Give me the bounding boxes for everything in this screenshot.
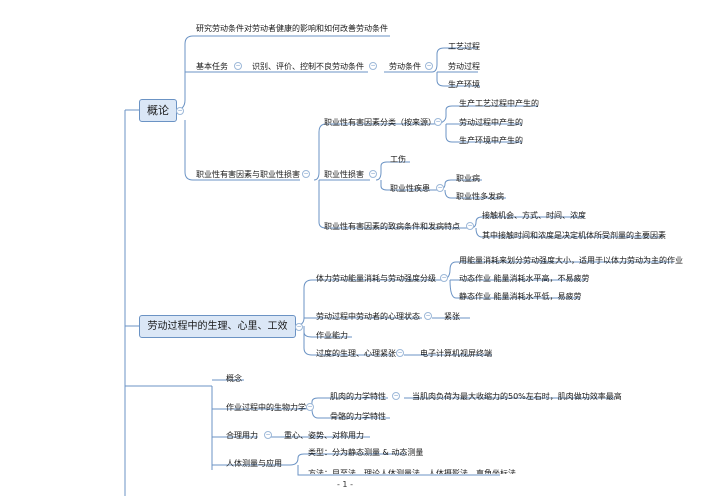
node-excessive-tension[interactable]: 过度的生理、心理紧张 <box>316 349 396 358</box>
node-anthropometry[interactable]: 人体测量与应用 <box>226 459 282 468</box>
root-node-physiology[interactable]: 劳动过程中的生理、心里、工效 <box>139 315 296 338</box>
node-measurement-types[interactable]: 类型：分为静态测量 & 动态测量 <box>308 448 424 457</box>
node-pathogenic-conditions[interactable]: 职业性有害因素的致病条件和发病特点 <box>324 222 460 231</box>
collapse-toggle-icon[interactable]: − <box>176 107 184 115</box>
collapse-toggle-icon[interactable]: − <box>306 403 314 411</box>
node-static-work[interactable]: 静态作业 能量消耗水平低，易疲劳 <box>459 292 582 301</box>
collapse-toggle-icon[interactable]: − <box>424 312 432 320</box>
node-research-purpose[interactable]: 研究劳动条件对劳动者健康的影响和如何改善劳动条件 <box>196 24 388 33</box>
node-environment[interactable]: 生产环境 <box>448 80 480 89</box>
collapse-toggle-icon[interactable]: − <box>396 349 404 357</box>
node-hazard-environment[interactable]: 生产环境中产生的 <box>459 136 523 145</box>
node-hazard-process[interactable]: 生产工艺过程中产生的 <box>459 99 539 108</box>
collapse-toggle-icon[interactable]: − <box>264 431 272 439</box>
node-vdt[interactable]: 电子计算机视屏终端 <box>420 349 492 358</box>
node-psychological-state[interactable]: 劳动过程中劳动者的心理状态 <box>316 312 420 321</box>
node-concept[interactable]: 概念 <box>226 374 242 383</box>
collapse-toggle-icon[interactable]: − <box>434 118 442 126</box>
collapse-toggle-icon[interactable]: − <box>369 62 377 70</box>
node-occupational-damage[interactable]: 职业性损害 <box>324 170 364 179</box>
node-work-capacity[interactable]: 作业能力 <box>316 331 348 340</box>
node-biomechanics[interactable]: 作业过程中的生物力学 <box>226 403 306 412</box>
node-process[interactable]: 工艺过程 <box>448 42 480 51</box>
node-work-related-disease[interactable]: 职业性多发病 <box>456 192 504 201</box>
node-energy-consumption[interactable]: 体力劳动能量消耗与劳动强度分级 <box>316 274 436 283</box>
node-muscle-mechanics[interactable]: 肌肉的力学特性 <box>330 392 386 401</box>
node-occupational-disease[interactable]: 职业性疾患 <box>390 184 430 193</box>
node-dynamic-work[interactable]: 动态作业 能量消耗水平高，不易疲劳 <box>459 274 590 283</box>
root-node-overview[interactable]: 概论 <box>139 99 177 122</box>
node-identify-control[interactable]: 识别、评价、控制不良劳动条件 <box>252 62 364 71</box>
collapse-toggle-icon[interactable]: − <box>440 274 448 282</box>
node-hazard-labor[interactable]: 劳动过程中产生的 <box>459 118 523 127</box>
page-number: - 1 - <box>337 480 353 489</box>
node-muscle-efficiency[interactable]: 当肌肉负荷为最大收缩力的50%左右时，肌肉做功效率最高 <box>412 392 622 401</box>
collapse-toggle-icon[interactable]: − <box>234 62 242 70</box>
node-occupational-illness[interactable]: 职业病 <box>456 174 480 183</box>
node-measurement-methods[interactable]: 方法：目至法，理论人体测量法，人体摄影法，直角坐标法 <box>308 469 516 478</box>
node-posture[interactable]: 重心、姿势、对称用力 <box>284 431 364 440</box>
node-energy-grading[interactable]: 用能量消耗来划分劳动强度大小，适用于以体力劳动为主的作业 <box>459 256 683 265</box>
collapse-toggle-icon[interactable]: − <box>436 184 444 192</box>
node-dose-factors[interactable]: 其中接触时间和浓度是决定机体所受剂量的主要因素 <box>482 231 666 240</box>
node-labor-conditions[interactable]: 劳动条件 <box>389 62 421 71</box>
collapse-toggle-icon[interactable]: − <box>369 170 377 178</box>
node-exposure-factors[interactable]: 接触机会、方式、时间、浓度 <box>482 211 586 220</box>
node-labor-process[interactable]: 劳动过程 <box>448 62 480 71</box>
node-injury[interactable]: 工伤 <box>390 155 406 164</box>
collapse-toggle-icon[interactable]: − <box>392 392 400 400</box>
node-occupational-hazards[interactable]: 职业性有害因素与职业性损害 <box>196 170 300 179</box>
collapse-toggle-icon[interactable]: − <box>302 170 310 178</box>
collapse-toggle-icon[interactable]: − <box>466 222 474 230</box>
node-bone-mechanics[interactable]: 骨骼的力学特性 <box>330 412 386 421</box>
collapse-toggle-icon[interactable]: − <box>295 323 303 331</box>
node-hazard-classification[interactable]: 职业性有害因素分类（按来源） <box>324 118 436 127</box>
node-basic-task[interactable]: 基本任务 <box>196 62 228 71</box>
node-rational-force[interactable]: 合理用力 <box>226 431 258 440</box>
collapse-toggle-icon[interactable]: − <box>425 62 433 70</box>
node-tension[interactable]: 紧张 <box>444 312 460 321</box>
